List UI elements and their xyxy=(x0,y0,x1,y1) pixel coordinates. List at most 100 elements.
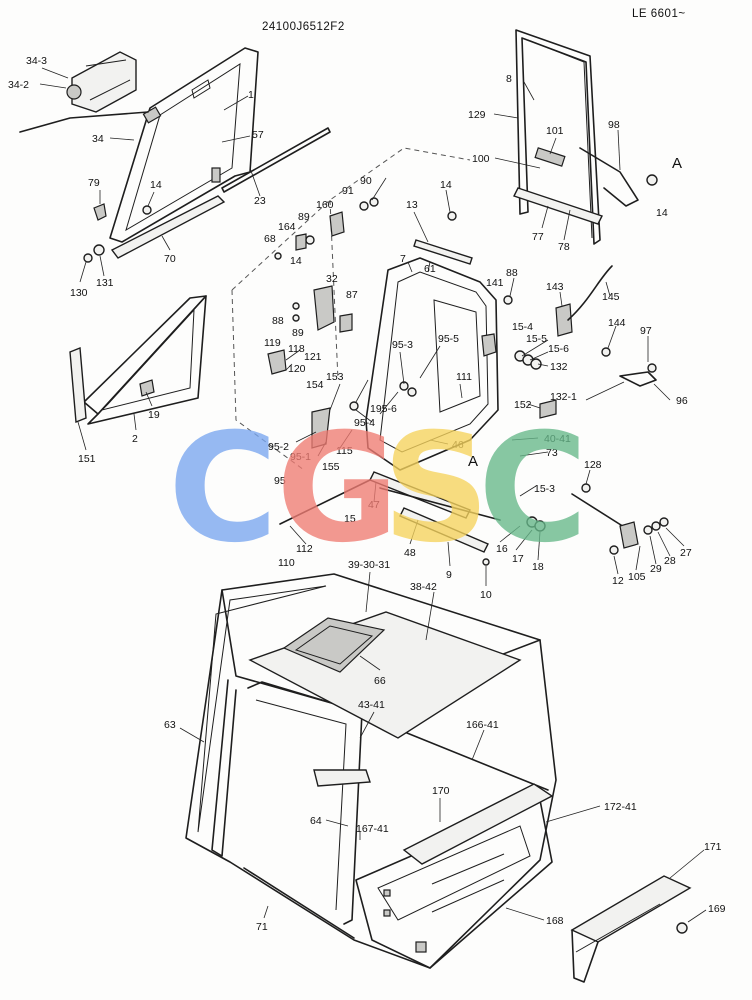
callout-14-c: 14 xyxy=(440,179,452,191)
callout-95: 95 xyxy=(274,475,286,487)
serial-range-label: LE 6601~ xyxy=(632,8,686,20)
rod-112 xyxy=(279,479,371,525)
callout-A-door: A xyxy=(468,453,478,470)
callout-63: 63 xyxy=(164,719,176,731)
callout-38-42: 38-42 xyxy=(410,581,437,593)
callout-19: 19 xyxy=(148,409,160,421)
callout-10: 10 xyxy=(480,589,492,601)
cab-body xyxy=(185,573,557,969)
callout-16: 16 xyxy=(496,543,508,555)
lock-143 xyxy=(555,303,573,337)
callout-14-d: 14 xyxy=(656,207,668,219)
callout-89-a: 89 xyxy=(298,211,310,223)
door-hinge-small xyxy=(339,313,353,333)
bracket-152 xyxy=(539,399,557,419)
callout-152: 152 xyxy=(514,399,532,411)
wiper-motor xyxy=(19,51,149,133)
callout-98: 98 xyxy=(608,119,620,131)
lock-105 xyxy=(619,521,639,549)
callout-88-a: 88 xyxy=(272,315,284,327)
callout-43-41: 43-41 xyxy=(358,699,385,711)
callout-17: 17 xyxy=(512,553,524,565)
callout-90: 90 xyxy=(360,175,372,187)
callout-89-b: 89 xyxy=(292,327,304,339)
callout-97: 97 xyxy=(640,325,652,337)
callout-169: 169 xyxy=(708,903,726,915)
callout-32: 32 xyxy=(326,273,338,285)
latch-119 xyxy=(267,349,287,375)
callout-166-41: 166-41 xyxy=(466,719,499,731)
hinge-bracket xyxy=(329,211,345,237)
callout-132-1: 132-1 xyxy=(550,391,577,403)
callout-96: 96 xyxy=(676,395,688,407)
front-window-frame xyxy=(109,47,259,243)
handle-96 xyxy=(619,371,657,387)
latch-95 xyxy=(311,407,331,449)
callout-121: 121 xyxy=(304,351,322,363)
watermark-letter-s: S xyxy=(382,402,490,576)
callout-115: 115 xyxy=(336,445,353,457)
callout-47: 47 xyxy=(368,499,380,511)
callout-95-4: 95-4 xyxy=(354,417,375,429)
callout-15-5: 15-5 xyxy=(526,333,547,345)
callout-15-6: 15-6 xyxy=(548,343,569,355)
rear-window-frame xyxy=(513,29,658,245)
callout-27: 27 xyxy=(680,547,692,559)
callout-88-b: 88 xyxy=(506,267,518,279)
callout-129: 129 xyxy=(468,109,486,121)
callout-78: 78 xyxy=(558,241,570,253)
callout-112: 112 xyxy=(296,543,313,555)
callout-79: 79 xyxy=(88,177,100,189)
support-rod xyxy=(413,239,473,265)
callout-172-41: 172-41 xyxy=(604,801,637,813)
callout-120: 120 xyxy=(288,363,306,375)
watermark-letter-c1: C xyxy=(168,402,278,576)
callout-15-3: 15-3 xyxy=(534,483,555,495)
callout-34-2: 34-2 xyxy=(8,79,29,91)
watermark-letter-c2: C xyxy=(478,402,588,576)
callout-128: 128 xyxy=(584,459,602,471)
callout-119: 119 xyxy=(264,337,281,349)
callout-34-3: 34-3 xyxy=(26,55,47,67)
callout-95-2: 95-2 xyxy=(268,441,289,453)
callout-71: 71 xyxy=(256,921,268,933)
callout-39-30-31: 39-30-31 xyxy=(348,559,390,571)
callout-95-5: 95-5 xyxy=(438,333,459,345)
lock-15 xyxy=(481,333,497,357)
cable-145 xyxy=(567,265,613,321)
callout-155: 155 xyxy=(322,461,340,473)
callout-100: 100 xyxy=(472,153,490,165)
callout-154: 154 xyxy=(306,379,324,391)
callout-8: 8 xyxy=(506,73,512,85)
callout-12: 12 xyxy=(612,575,624,587)
callout-195-6: 195-6 xyxy=(370,403,397,415)
callout-131: 131 xyxy=(96,277,114,289)
bracket-171 xyxy=(570,875,692,983)
callout-168: 168 xyxy=(546,915,564,927)
rubber-strip xyxy=(221,127,331,193)
callout-171: 171 xyxy=(704,841,722,853)
callout-130: 130 xyxy=(70,287,88,299)
part-number-label: 24100J6512F2 xyxy=(262,21,345,33)
callout-141: 141 xyxy=(486,277,504,289)
callout-57: 57 xyxy=(252,129,264,141)
callout-34: 34 xyxy=(92,133,104,145)
callout-110: 110 xyxy=(278,557,295,569)
callout-87: 87 xyxy=(346,289,358,301)
rail-9 xyxy=(379,487,501,521)
callout-29: 29 xyxy=(650,563,662,575)
callout-14-b: 14 xyxy=(290,255,302,267)
callout-7: 7 xyxy=(400,253,406,265)
callout-68: 68 xyxy=(264,233,276,245)
callout-144: 144 xyxy=(608,317,626,329)
watermark-letter-g: G xyxy=(276,402,399,576)
watermark-logo: C G S C xyxy=(168,402,588,576)
clip-part xyxy=(93,203,107,221)
bracket-164 xyxy=(295,233,307,251)
callout-2: 2 xyxy=(132,433,138,445)
callout-14-a: 14 xyxy=(150,179,162,191)
callout-95-3: 95-3 xyxy=(392,339,413,351)
callout-labels: 34-3 34-2 34 1 57 79 14 23 70 130 131 91… xyxy=(8,55,726,933)
